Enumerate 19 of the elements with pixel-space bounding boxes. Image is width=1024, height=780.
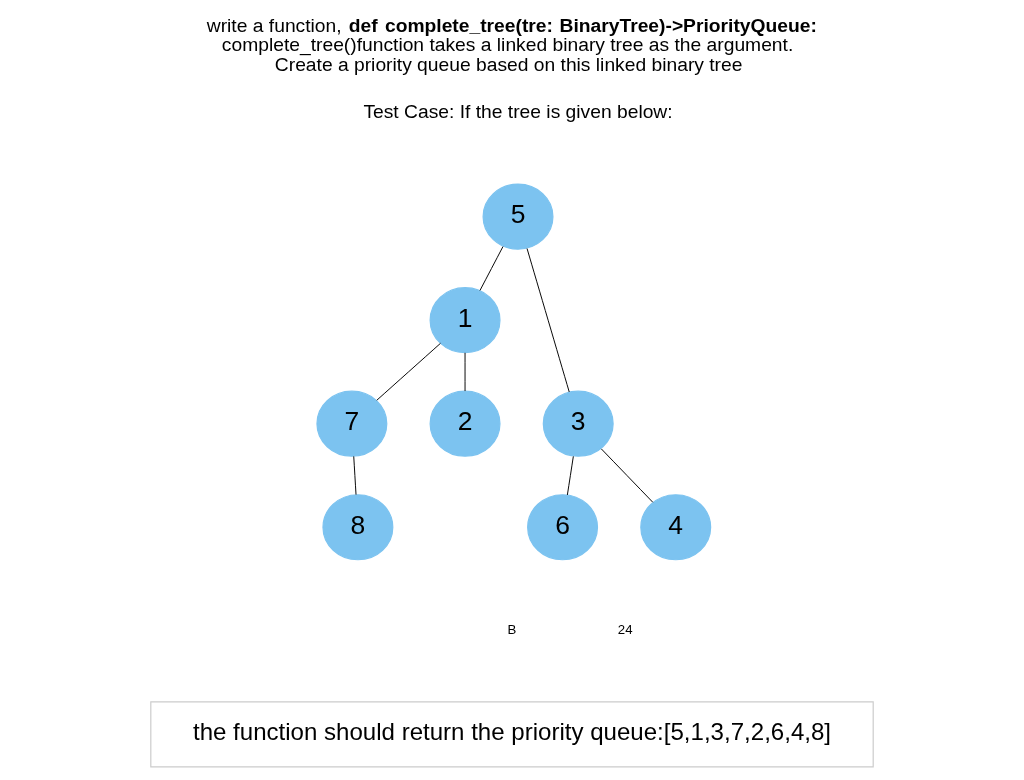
- node-circle: 3: [542, 390, 614, 457]
- connector: [600, 448, 654, 503]
- label: 24: [617, 622, 633, 638]
- connector: [566, 455, 574, 496]
- label: B: [507, 622, 517, 638]
- label: the function should return the priority queue:[5,1,3,7,2,6,4,8]: [192, 718, 832, 746]
- node-circle: 4: [640, 494, 712, 561]
- node-circle: 2: [429, 390, 501, 457]
- node-circle: 8: [322, 494, 394, 561]
- node-circle: 7: [316, 390, 388, 457]
- label: Test Case: If the tree is given below:: [363, 100, 673, 122]
- connector: [526, 248, 570, 393]
- diagram-title: write a function, def complete_tree(tre: BinaryTree)->PriorityQueue: complete_tree()function takes a linked binary tree as the argument. Create a priority queue based on this linked binary tree: [206, 15, 817, 75]
- connector: [353, 455, 357, 496]
- node-circle: 5: [482, 183, 554, 250]
- connector: [479, 246, 504, 291]
- node-circle: 6: [527, 494, 599, 561]
- node-circle: 1: [429, 287, 501, 354]
- connector: [376, 342, 441, 401]
